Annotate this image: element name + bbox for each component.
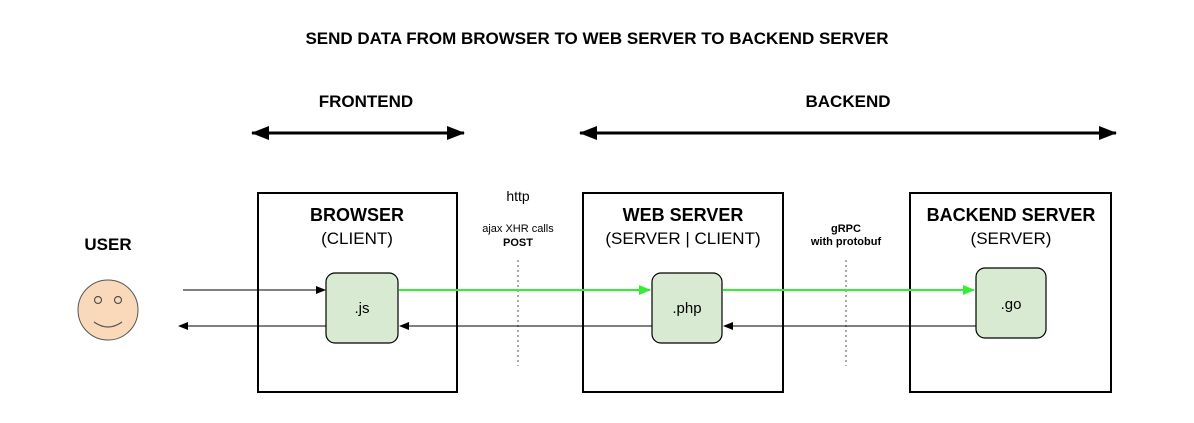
js-node-label: .js [355,300,370,317]
go-node-label: .go [1001,296,1022,313]
browser-title: BROWSER [310,205,404,225]
browser-subtitle: (CLIENT) [321,229,393,248]
grpc-detail-label: with protobuf [810,236,882,248]
php-node [651,272,723,344]
webserver-subtitle: (SERVER | CLIENT) [605,229,760,248]
backend-box [909,192,1112,393]
frontend-label: FRONTEND [319,92,413,111]
http-protocol-label: http [506,188,530,204]
browser-box [257,192,458,393]
backend-subtitle: (SERVER) [971,229,1052,248]
webserver-box [582,192,784,393]
js-node [325,272,399,344]
backend-title: BACKEND SERVER [927,205,1096,225]
php-node-label: .php [672,300,701,317]
http-detail-label: ajax XHR calls [482,223,554,235]
go-node [975,267,1047,339]
http-method-label: POST [503,237,533,249]
backend-label: BACKEND [806,92,891,111]
diagram-title: SEND DATA FROM BROWSER TO WEB SERVER TO … [305,29,888,48]
user-face-icon [77,279,139,341]
webserver-title: WEB SERVER [623,205,744,225]
grpc-label: gRPC [831,223,861,235]
user-label: USER [84,235,131,254]
